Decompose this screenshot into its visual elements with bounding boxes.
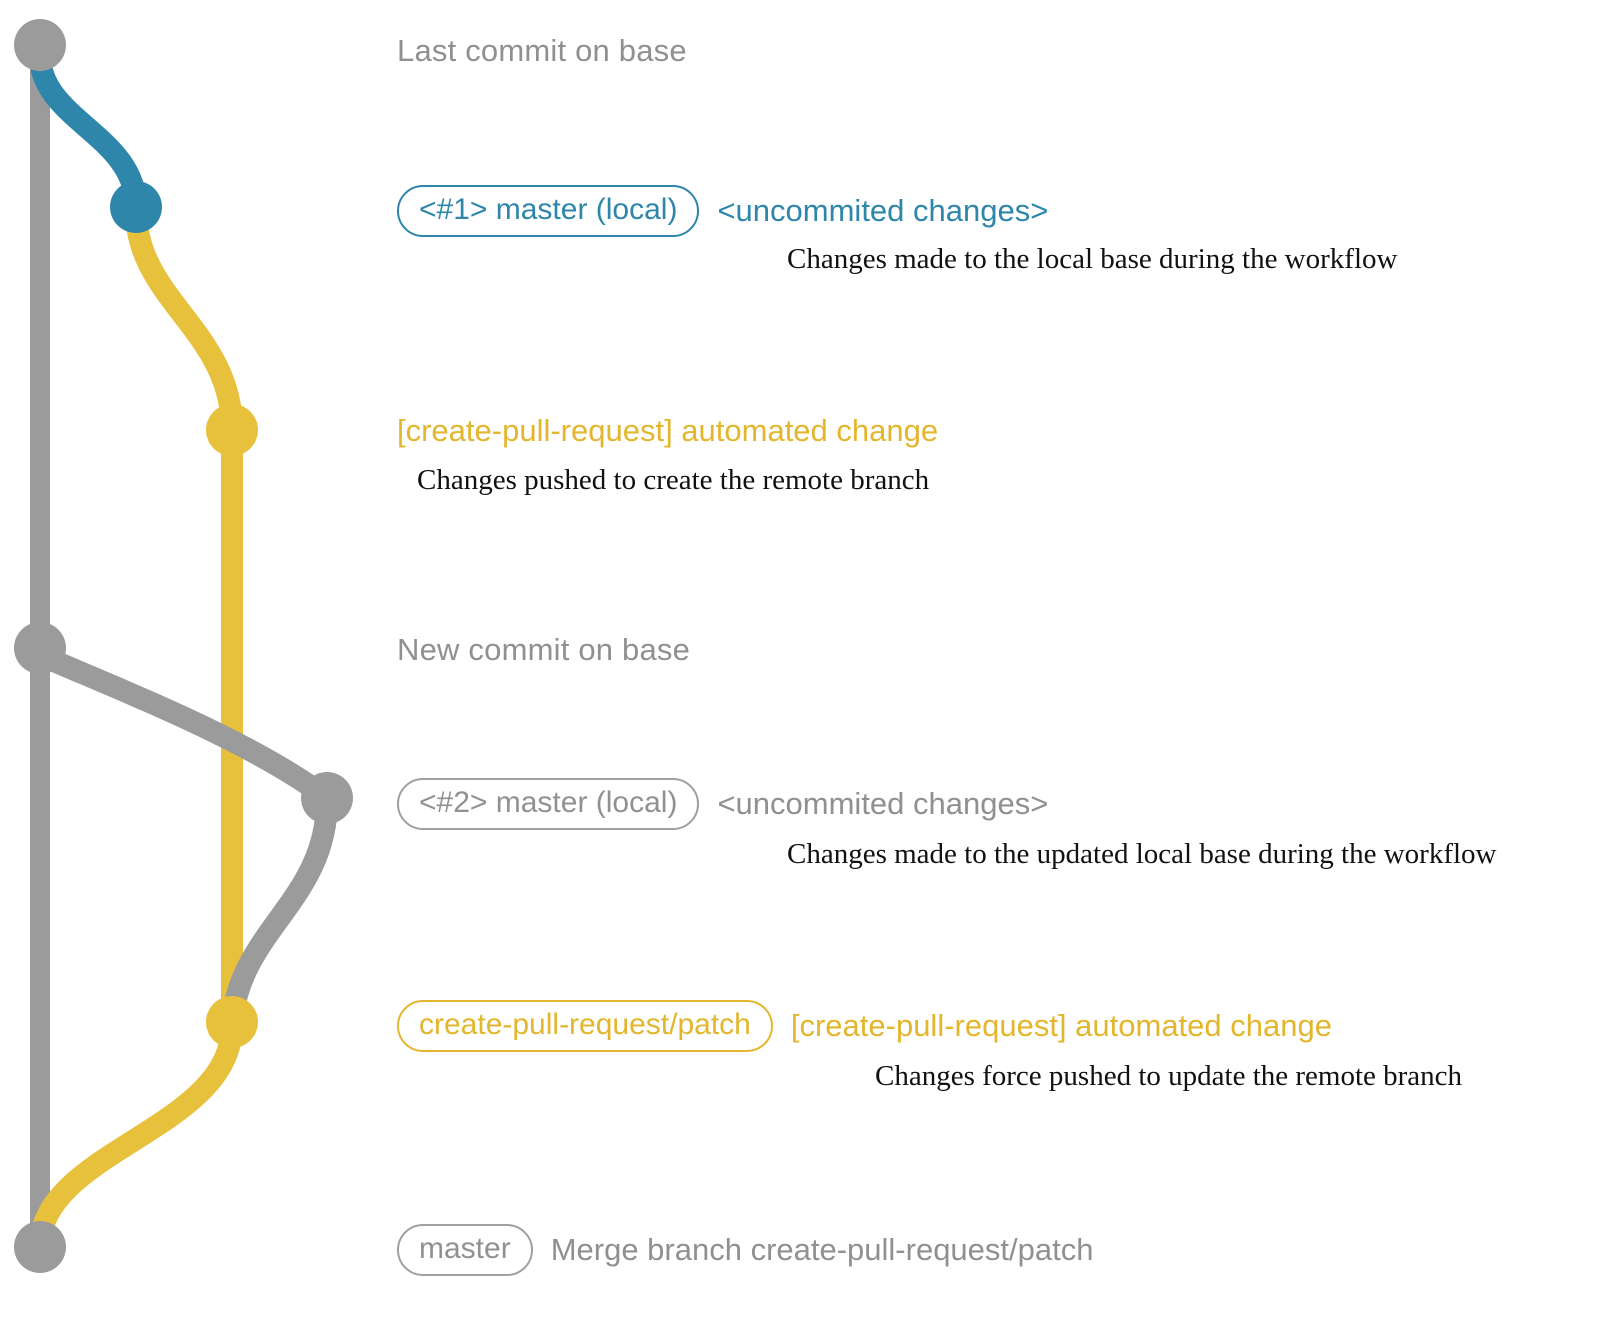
- commit-message-automated-change-2: [create-pull-request] automated change: [790, 1007, 1332, 1043]
- commit-node-local-1[interactable]: [110, 181, 162, 233]
- commit-node-patch-2[interactable]: [206, 996, 258, 1048]
- commit-message-uncommited-changes-1: <uncommited changes>: [717, 192, 1049, 228]
- commit-node-base-new[interactable]: [14, 622, 66, 674]
- edge-local1-to-patch1: [125, 199, 243, 441]
- row-automated-change-2: create-pull-request/patch [create-pull-r…: [397, 1000, 1332, 1052]
- edge-patch2-to-merge: [29, 1014, 243, 1258]
- commit-node-base-head[interactable]: [14, 19, 66, 71]
- description-local-change-1: Changes made to the local base during th…: [787, 243, 1398, 275]
- row-merge-commit: master Merge branch create-pull-request/…: [397, 1224, 1093, 1276]
- description-local-change-2: Changes made to the updated local base d…: [787, 838, 1497, 870]
- commit-message-uncommited-changes-2: <uncommited changes>: [717, 785, 1049, 821]
- description-automated-change-2: Changes force pushed to update the remot…: [875, 1060, 1463, 1092]
- branch-badge-create-pull-request-patch[interactable]: create-pull-request/patch: [397, 1000, 773, 1052]
- branch-badge-master[interactable]: master: [397, 1224, 533, 1276]
- commit-message-last-commit-on-base: Last commit on base: [397, 33, 687, 68]
- row-new-commit-on-base: New commit on base: [397, 632, 690, 668]
- branch-badge-master-local-1[interactable]: <#1> master (local): [397, 185, 700, 237]
- row-local-change-2: <#2> master (local) <uncommited changes>: [397, 778, 1048, 830]
- commit-message-automated-change-1: [create-pull-request] automated change: [397, 413, 939, 448]
- commit-message-new-commit-on-base: New commit on base: [397, 632, 691, 667]
- commit-node-merge[interactable]: [14, 1221, 66, 1273]
- edge-basenew-to-local2: [29, 644, 338, 809]
- row-last-commit-on-base: Last commit on base: [397, 33, 687, 69]
- edge-local2-to-patch2: [221, 789, 338, 1033]
- commit-node-local-2[interactable]: [301, 772, 353, 824]
- commit-message-merge: Merge branch create-pull-request/patch: [550, 1231, 1094, 1267]
- commit-node-patch-1[interactable]: [206, 404, 258, 456]
- row-local-change-1: <#1> master (local) <uncommited changes>: [397, 185, 1048, 237]
- description-automated-change-1: Changes pushed to create the remote bran…: [417, 464, 930, 496]
- branch-badge-master-local-2[interactable]: <#2> master (local): [397, 778, 700, 830]
